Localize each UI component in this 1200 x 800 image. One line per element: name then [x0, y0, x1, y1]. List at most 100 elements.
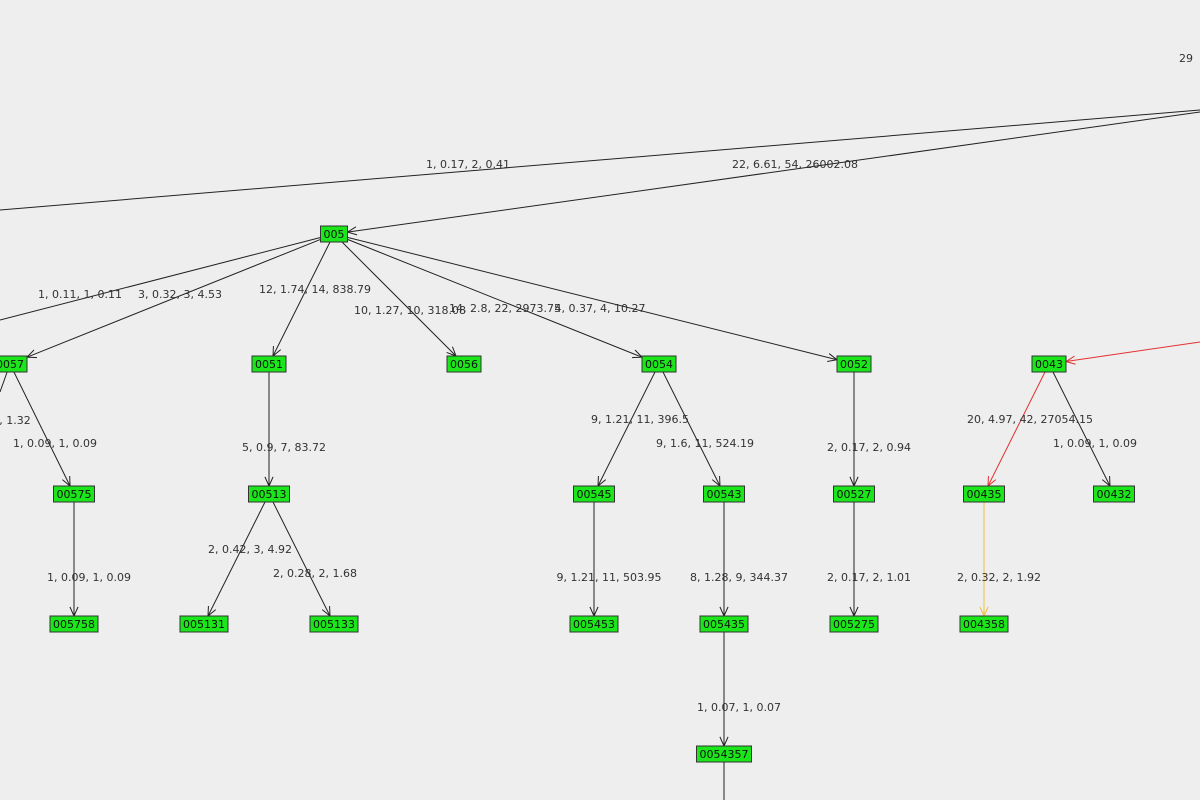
- graph-node-005131[interactable]: 005131: [179, 615, 229, 633]
- edge-label: 9, 1.6, 11, 524.19: [656, 437, 754, 450]
- node-box[interactable]: [309, 615, 359, 633]
- edge-00513-005131[interactable]: [207, 501, 266, 617]
- edge-0057-00575[interactable]: [13, 371, 71, 487]
- node-label: 0043: [1035, 358, 1063, 371]
- edge-005-offleft[interactable]: [0, 236, 321, 321]
- node-box[interactable]: [53, 485, 95, 503]
- node-box[interactable]: [963, 485, 1005, 503]
- edge-label: 9, 1.21, 11, 396.5: [591, 413, 689, 426]
- edge-label: 9, 1.21, 11, 503.95: [557, 571, 662, 584]
- graph-node-005758[interactable]: 005758: [49, 615, 99, 633]
- node-label: 005758: [53, 618, 95, 631]
- node-box[interactable]: [179, 615, 229, 633]
- graph-node-005[interactable]: 005: [320, 225, 348, 243]
- node-box[interactable]: [833, 485, 875, 503]
- graph-node-0054357[interactable]: 0054357: [696, 745, 752, 763]
- edge-label: 1, 0.07, 1, 0.07: [697, 701, 781, 714]
- graph-node-0056[interactable]: 0056: [446, 355, 482, 373]
- node-box[interactable]: [836, 355, 872, 373]
- node-label: 0054: [645, 358, 673, 371]
- edge-offscreen-a[interactable]: [0, 109, 1200, 211]
- node-label: 005435: [703, 618, 745, 631]
- edge-label: , 1.32: [0, 414, 31, 427]
- node-label: 00527: [837, 488, 872, 501]
- edge-label: 20, 4.97, 42, 27054.15: [967, 413, 1093, 426]
- graph-node-00545[interactable]: 00545: [573, 485, 615, 503]
- graph-node-005133[interactable]: 005133: [309, 615, 359, 633]
- edge-label: 1, 0.09, 1, 0.09: [13, 437, 97, 450]
- node-box[interactable]: [1031, 355, 1067, 373]
- edge-label: 10, 1.27, 10, 318.08: [354, 304, 466, 317]
- edge-005-0056[interactable]: [341, 241, 457, 357]
- edge-label: 3, 0.32, 3, 4.53: [138, 288, 222, 301]
- graph-node-005435[interactable]: 005435: [699, 615, 749, 633]
- graph-node-0043[interactable]: 0043: [1031, 355, 1067, 373]
- node-box[interactable]: [573, 485, 615, 503]
- edge-005-0057[interactable]: [26, 238, 321, 358]
- graph-node-0051[interactable]: 0051: [251, 355, 287, 373]
- node-label: 005275: [833, 618, 875, 631]
- offscreen-edge-label: 29: [1179, 52, 1193, 65]
- edge-label: 8, 1.28, 9, 344.37: [690, 571, 788, 584]
- edge-offscreen-005[interactable]: [347, 111, 1200, 233]
- node-box[interactable]: [0, 355, 28, 373]
- graph-node-0057[interactable]: 0057: [0, 355, 28, 373]
- node-label: 0051: [255, 358, 283, 371]
- edge-label: 1, 0.09, 1, 0.09: [47, 571, 131, 584]
- graph-node-00432[interactable]: 00432: [1093, 485, 1135, 503]
- node-label: 0057: [0, 358, 24, 371]
- edge-label: 22, 6.61, 54, 26002.08: [732, 158, 858, 171]
- node-box[interactable]: [699, 615, 749, 633]
- edge-label: 2, 0.28, 2, 1.68: [273, 567, 357, 580]
- node-box[interactable]: [703, 485, 745, 503]
- graph-node-00527[interactable]: 00527: [833, 485, 875, 503]
- edge-0043-00435[interactable]: [987, 371, 1046, 487]
- edge-label: 2, 0.17, 2, 0.94: [827, 441, 911, 454]
- edge-00513-005133[interactable]: [272, 501, 331, 617]
- edge-0057-offleft[interactable]: [0, 371, 8, 393]
- node-label: 005453: [573, 618, 615, 631]
- edge-005-0052[interactable]: [347, 236, 838, 361]
- node-box[interactable]: [1093, 485, 1135, 503]
- edge-label: 5, 0.9, 7, 83.72: [242, 441, 326, 454]
- nodes-layer: 005 0057 0051 0056 0054 0052 0043 00575 00513 005…: [0, 225, 1135, 763]
- node-box[interactable]: [641, 355, 677, 373]
- node-box[interactable]: [829, 615, 879, 633]
- edge-label: 2, 0.42, 3, 4.92: [208, 543, 292, 556]
- node-label: 00543: [707, 488, 742, 501]
- node-box[interactable]: [959, 615, 1009, 633]
- node-box[interactable]: [696, 745, 752, 763]
- graph-node-00513[interactable]: 00513: [248, 485, 290, 503]
- node-label: 004358: [963, 618, 1005, 631]
- graph-node-005275[interactable]: 005275: [829, 615, 879, 633]
- edge-label: 2, 0.32, 2, 1.92: [957, 571, 1041, 584]
- node-box[interactable]: [251, 355, 287, 373]
- edge-0043-00432[interactable]: [1052, 371, 1111, 487]
- graph-node-00435[interactable]: 00435: [963, 485, 1005, 503]
- graph-node-00543[interactable]: 00543: [703, 485, 745, 503]
- graph-node-004358[interactable]: 004358: [959, 615, 1009, 633]
- node-label: 0056: [450, 358, 478, 371]
- node-label: 005131: [183, 618, 225, 631]
- edge-005-0051[interactable]: [272, 241, 331, 357]
- edge-0054-00545[interactable]: [597, 371, 656, 487]
- node-label: 00435: [967, 488, 1002, 501]
- edge-offscreen-0043[interactable]: [1065, 341, 1200, 363]
- node-box[interactable]: [446, 355, 482, 373]
- graph-node-00575[interactable]: 00575: [53, 485, 95, 503]
- node-box[interactable]: [49, 615, 99, 633]
- edge-label: 1, 0.09, 1, 0.09: [1053, 437, 1137, 450]
- graph-node-005453[interactable]: 005453: [569, 615, 619, 633]
- node-box[interactable]: [320, 225, 348, 243]
- node-label: 0052: [840, 358, 868, 371]
- edge-0054-00543[interactable]: [662, 371, 721, 487]
- edge-005-0054[interactable]: [347, 238, 643, 358]
- node-label: 00545: [577, 488, 612, 501]
- node-box[interactable]: [569, 615, 619, 633]
- node-box[interactable]: [248, 485, 290, 503]
- graph-node-0052[interactable]: 0052: [836, 355, 872, 373]
- graph-node-0054[interactable]: 0054: [641, 355, 677, 373]
- node-label: 005133: [313, 618, 355, 631]
